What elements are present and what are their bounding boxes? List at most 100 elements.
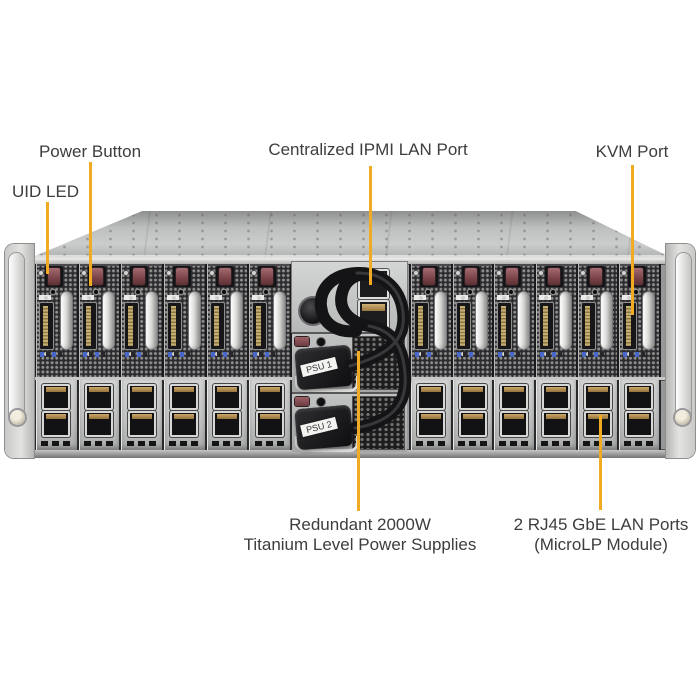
vent-slots xyxy=(254,441,285,446)
sled-handle xyxy=(103,292,115,349)
screw xyxy=(124,271,129,275)
node-kvm-connector xyxy=(167,296,183,350)
microlp-lan-module xyxy=(162,380,205,450)
node-latch xyxy=(133,268,146,285)
node-kvm-connector xyxy=(252,296,268,350)
node-led-hole xyxy=(551,290,556,294)
sled-handle xyxy=(518,292,530,349)
rj45-port-stack xyxy=(541,384,570,437)
power-button-callout-line xyxy=(89,162,92,286)
rj45-port-bottom xyxy=(500,411,529,437)
ipmi-lan-port-stack xyxy=(358,269,389,330)
vent-slots xyxy=(41,441,72,446)
rj45-port-top xyxy=(541,384,570,410)
rj45-port-top xyxy=(583,384,612,410)
psu-label-line2: Titanium Level Power Supplies xyxy=(243,535,477,554)
screw xyxy=(252,271,257,275)
microlp-lan-module xyxy=(617,380,662,450)
rj45-port-stack xyxy=(85,384,113,437)
screw xyxy=(39,271,43,275)
node-led-hole xyxy=(426,290,430,294)
rack-ear-left xyxy=(5,244,34,458)
rj45-port-stack xyxy=(583,384,612,437)
power-supply-1: PSU 1 xyxy=(292,332,407,392)
node-led-hole xyxy=(467,290,472,294)
psu-fan-grille xyxy=(353,337,404,389)
rj45-port-top xyxy=(500,384,529,410)
rj45-port-bottom xyxy=(213,411,242,437)
sled-handle xyxy=(188,292,200,349)
ipmi-plate xyxy=(292,262,407,332)
rj45-port-top xyxy=(127,384,156,410)
rj45-port-bottom xyxy=(255,411,284,437)
microlp-lan-module xyxy=(409,380,451,450)
node-kvm-connector xyxy=(497,296,513,350)
node-latch xyxy=(589,268,602,285)
node-kvm-connector xyxy=(81,296,97,350)
psu-latch xyxy=(295,397,309,406)
node-led-hole xyxy=(221,290,226,294)
kvm-port-label: KVM Port xyxy=(595,142,669,161)
ipmi-lan-port xyxy=(358,269,389,299)
rack-ear-right xyxy=(666,244,695,458)
ipmi-lan-callout-line xyxy=(369,166,372,285)
node-led-hole xyxy=(634,290,639,294)
node-latch xyxy=(218,268,231,285)
node-kvm-connector xyxy=(124,296,140,350)
screw xyxy=(209,271,214,275)
node-latch xyxy=(506,268,519,285)
psu-callout-line xyxy=(357,351,360,511)
rj45-port-bottom xyxy=(85,411,113,437)
server-node-sled xyxy=(34,264,77,377)
power-supply-2: PSU 2 xyxy=(292,392,407,452)
power-button-label: Power Button xyxy=(38,142,142,161)
psu-label-line1: Redundant 2000W xyxy=(289,515,431,534)
rj45-port-stack xyxy=(458,384,487,437)
screw xyxy=(580,271,585,275)
screw xyxy=(622,271,627,275)
lan-module-group-left xyxy=(34,380,293,450)
sled-handle xyxy=(274,292,286,349)
node-kvm-connector xyxy=(622,296,638,350)
screw xyxy=(167,271,172,275)
server-node-sled xyxy=(575,264,618,377)
microlp-lan-module xyxy=(534,380,576,450)
screw xyxy=(81,271,86,275)
microlp-lan-module xyxy=(450,380,493,450)
vent-slots xyxy=(84,441,114,446)
lan-ports-label-line1: 2 RJ45 GbE LAN Ports xyxy=(513,515,689,534)
rj45-port-top xyxy=(42,384,71,410)
rack-handle-right xyxy=(676,253,691,423)
node-latch xyxy=(176,268,189,285)
status-leds xyxy=(415,352,437,357)
server-node-sled xyxy=(617,264,662,377)
server-node-sled xyxy=(204,264,248,377)
microlp-lan-module xyxy=(119,380,163,450)
rj45-port-stack xyxy=(416,384,445,437)
screw xyxy=(414,271,418,275)
rack-handle-left xyxy=(9,253,24,423)
vent-slots xyxy=(624,441,655,446)
uid-led-callout-line xyxy=(46,202,49,274)
node-led-hole xyxy=(51,290,55,294)
vent-slots xyxy=(540,441,571,446)
node-latch xyxy=(261,268,274,285)
server-node-sled xyxy=(534,264,576,377)
server-node-sled xyxy=(409,264,451,377)
rj45-port-stack xyxy=(625,384,654,437)
center-power-module: PSU 1 PSU 2 xyxy=(292,262,407,452)
status-leds xyxy=(540,352,563,357)
rj45-port-bottom xyxy=(541,411,570,437)
status-leds xyxy=(498,352,521,357)
thumb-screw-right xyxy=(675,410,690,425)
node-latch xyxy=(48,268,60,285)
microlp-lan-module xyxy=(34,380,77,450)
psu-latch xyxy=(295,337,309,346)
node-latch xyxy=(423,268,435,285)
node-latch xyxy=(548,268,561,285)
node-led-hole xyxy=(509,290,514,294)
rj45-port-bottom xyxy=(583,411,612,437)
rj45-port-stack xyxy=(42,384,71,437)
lan-ports-label: 2 RJ45 GbE LAN Ports (MicroLP Module) xyxy=(480,515,700,555)
rj45-port-bottom xyxy=(458,411,487,437)
